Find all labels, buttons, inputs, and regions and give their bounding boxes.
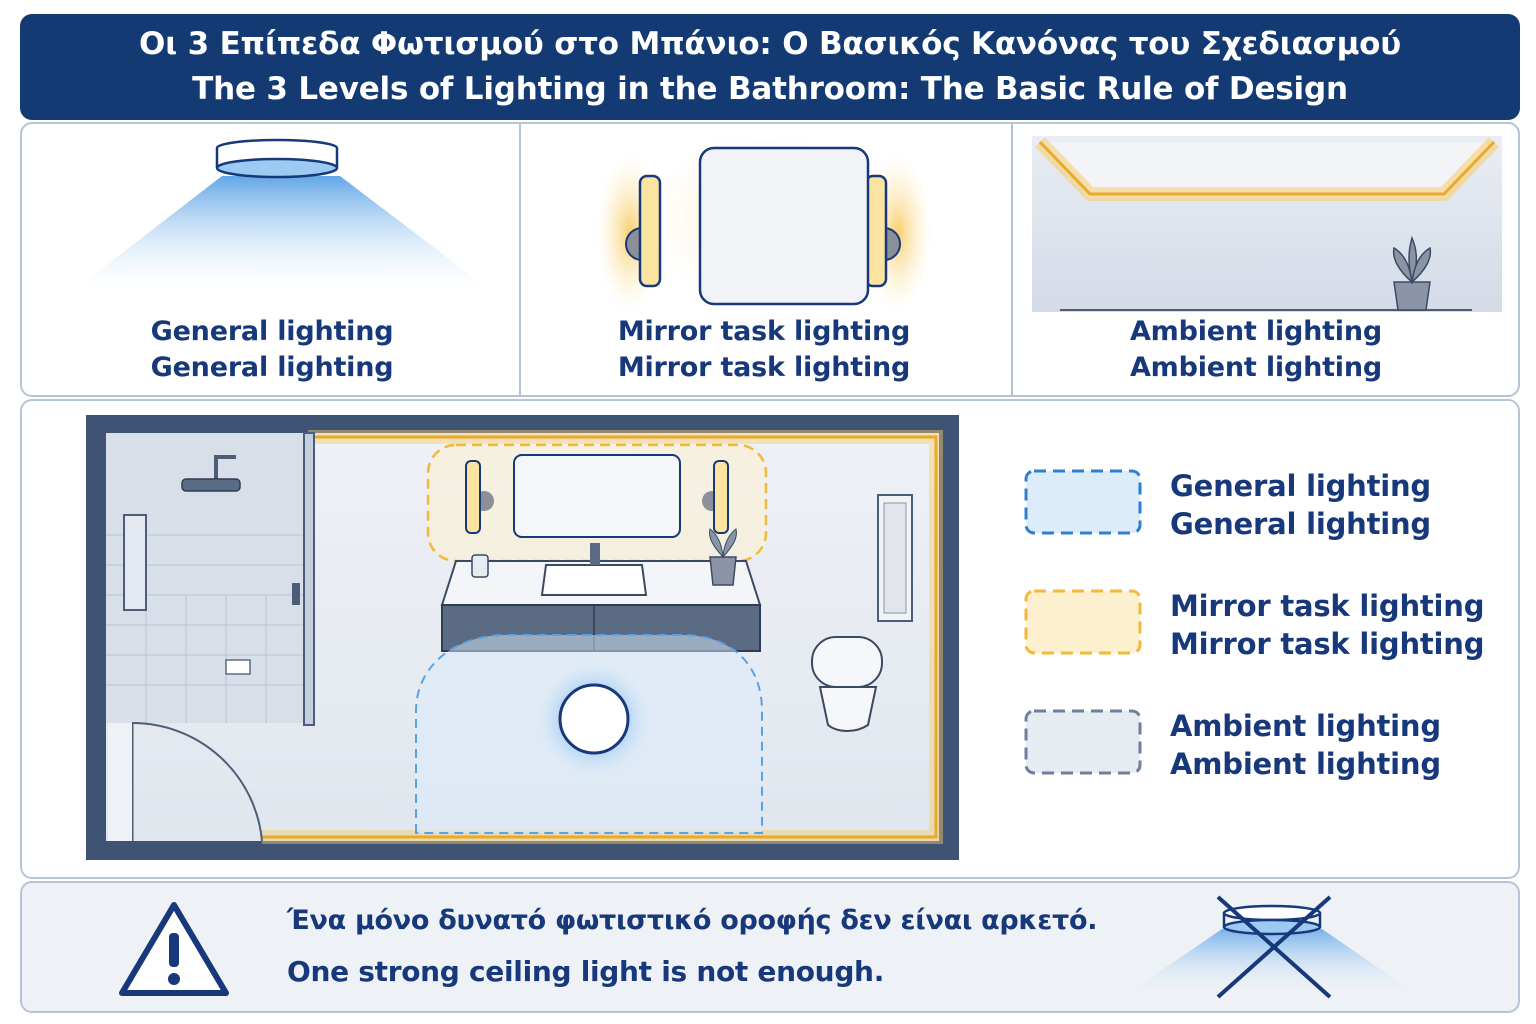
warning-greek-text: Ένα μόνο δυνατό φωτιστικό οροφής δεν είν…: [287, 905, 1098, 936]
card-ambient-label: Ambient lighting Ambient lighting: [1129, 316, 1383, 383]
ceiling-light-icon: [82, 138, 482, 284]
title-english: The 3 Levels of Lighting in the Bathroom…: [192, 71, 1348, 107]
title-greek: Οι 3 Επίπεδα Φωτισμού στο Μπάνιο: Ο Βασι…: [138, 26, 1402, 62]
warning-english-text: One strong ceiling light is not enough.: [287, 955, 885, 988]
crossed-out-ceiling-light-icon: [1132, 895, 1412, 999]
page-header: Οι 3 Επίπεδα Φωτισμού στο Μπάνιο: Ο Βασι…: [20, 14, 1520, 120]
lighting-levels-panel: General lighting General lighting Mirror…: [20, 122, 1520, 397]
bathroom-floor-plan: [86, 415, 959, 860]
legend-swatch-general: [1024, 469, 1142, 535]
legend-swatch-ambient: [1024, 709, 1142, 775]
legend-ambient-text: Ambient lighting Ambient lighting: [1170, 709, 1441, 781]
card-divider: [519, 124, 521, 395]
card-mirror-label: Mirror task lighting Mirror task lightin…: [617, 316, 911, 383]
card-general-label: General lighting General lighting: [150, 316, 394, 383]
mirror-sconces-icon: [596, 138, 932, 308]
legend-general-text: General lighting General lighting: [1170, 469, 1431, 541]
bathroom-plan-panel: General lighting General lighting Mirror…: [20, 399, 1520, 879]
cove-lighting-icon: [1032, 136, 1502, 312]
warning-panel: Ένα μόνο δυνατό φωτιστικό οροφής δεν είν…: [20, 881, 1520, 1013]
legend-swatch-mirror: [1024, 589, 1142, 655]
legend-mirror-text: Mirror task lighting Mirror task lightin…: [1170, 589, 1485, 661]
card-divider: [1011, 124, 1013, 395]
warning-triangle-icon: [119, 902, 229, 996]
